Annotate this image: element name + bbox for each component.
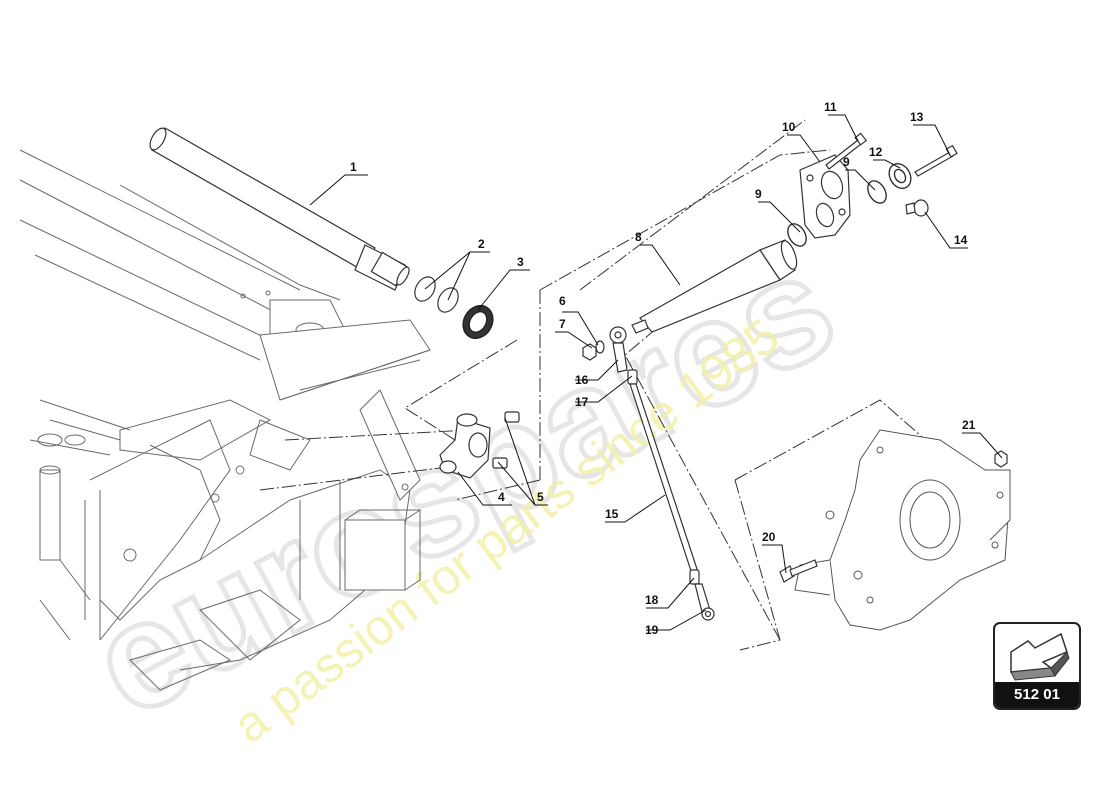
arrow-icon — [1010, 632, 1070, 681]
callout-1: 1 — [350, 160, 357, 174]
part-7-nut — [582, 343, 597, 361]
callout-13: 13 — [910, 110, 924, 124]
callout-4: 4 — [498, 490, 505, 504]
callout-18: 18 — [645, 593, 659, 607]
guide-lines — [259, 119, 961, 651]
part-21-nut — [994, 450, 1008, 468]
part-14-plug — [905, 199, 929, 217]
callout-2: 2 — [478, 237, 485, 251]
part-5-bolts — [492, 411, 520, 469]
part-17-fitting — [627, 369, 638, 385]
part-4-bracket — [439, 413, 491, 479]
callout-15: 15 — [605, 507, 619, 521]
upright-assembly — [794, 429, 1011, 631]
reference-code: 512 01 — [995, 682, 1079, 708]
callout-12: 12 — [869, 145, 883, 159]
part-2-seal-rings — [414, 276, 459, 313]
part-20-bolt — [779, 559, 818, 583]
callout-6: 6 — [559, 294, 566, 308]
callout-10: 10 — [782, 120, 796, 134]
callout-5: 5 — [537, 490, 544, 504]
callout-21: 21 — [962, 418, 976, 432]
part-9-rings — [787, 180, 887, 247]
part-10-housing — [799, 154, 851, 239]
part-6-washer — [595, 340, 605, 354]
part-8-steering-column — [631, 239, 798, 334]
callout-16: 16 — [575, 373, 589, 387]
part-19-rod-end — [694, 583, 715, 621]
callout-20: 20 — [762, 530, 776, 544]
callout-7: 7 — [559, 317, 566, 331]
callout-11: 11 — [824, 100, 837, 114]
callout-9b: 9 — [843, 155, 850, 169]
callout-8: 8 — [635, 230, 642, 244]
callout-17: 17 — [575, 395, 589, 409]
callout-14: 14 — [954, 233, 968, 247]
callouts: 1 2 3 4 5 6 7 8 9 9 10 11 12 13 14 15 16… — [350, 100, 976, 637]
part-1-driveshaft — [149, 127, 410, 291]
part-18-fitting — [689, 569, 700, 585]
chassis-frame — [19, 149, 431, 691]
part-13-long-bolt — [914, 144, 958, 177]
part-12-bearing — [888, 162, 912, 190]
callout-3: 3 — [517, 255, 524, 269]
leader-lines — [309, 114, 1003, 631]
part-3-bearing — [462, 304, 494, 340]
watermark: eurospares a passion for parts since 198… — [64, 218, 862, 754]
callout-9a: 9 — [755, 187, 762, 201]
reference-badge: 512 01 — [993, 622, 1081, 710]
part-11-screw — [825, 132, 868, 170]
callout-19: 19 — [645, 623, 659, 637]
